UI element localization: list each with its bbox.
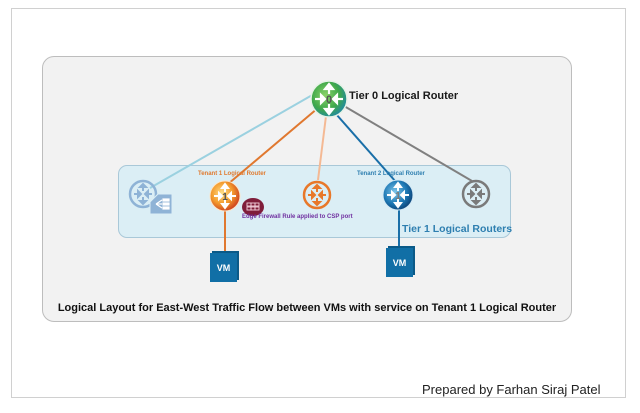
tenant1-badge: 1 [222, 192, 228, 203]
firewall-icon[interactable] [242, 198, 264, 216]
link-t0-t1-lb [149, 93, 315, 189]
load-balancer-icon [149, 193, 173, 215]
tenant1-router-label: Tenant 1 Logical Router [198, 171, 266, 177]
author-credit: Prepared by Farhan Siraj Patel [422, 382, 601, 397]
link-t0-t1-gray [343, 105, 473, 182]
tenant2-router-label: Tenant 2 Logical Router [357, 171, 425, 177]
vm-label: VM [216, 262, 231, 273]
firewall-rule-label: Edge Firewall Rule applied to CSP port [242, 214, 353, 220]
t1-gray-router-icon[interactable] [461, 179, 491, 209]
tier0-router-label: Tier 0 Logical Router [349, 90, 459, 102]
links [149, 93, 473, 253]
t1-lb-router-icon[interactable] [128, 179, 158, 209]
tenant2-badge: 1 [395, 191, 401, 202]
link-t0-tenant2 [335, 113, 397, 183]
t1-orange-router-icon[interactable] [302, 180, 332, 210]
tenant1-router-icon[interactable]: 1 [209, 180, 241, 212]
tenant2-router-icon[interactable]: 1 [382, 179, 414, 211]
vm-tenant1[interactable]: VM [210, 253, 237, 282]
tier1-group-title: Tier 1 Logical Routers [402, 223, 513, 235]
vm-tenant2[interactable]: VM [386, 248, 413, 277]
link-t0-t1-orange [317, 115, 327, 181]
vm-label: VM [392, 257, 407, 268]
tier0-router-icon[interactable]: 0 [310, 80, 348, 118]
diagram-caption: Logical Layout for East-West Traffic Flo… [57, 302, 557, 314]
tier0-badge: 0 [326, 94, 332, 106]
link-t0-tenant1 [227, 107, 319, 185]
